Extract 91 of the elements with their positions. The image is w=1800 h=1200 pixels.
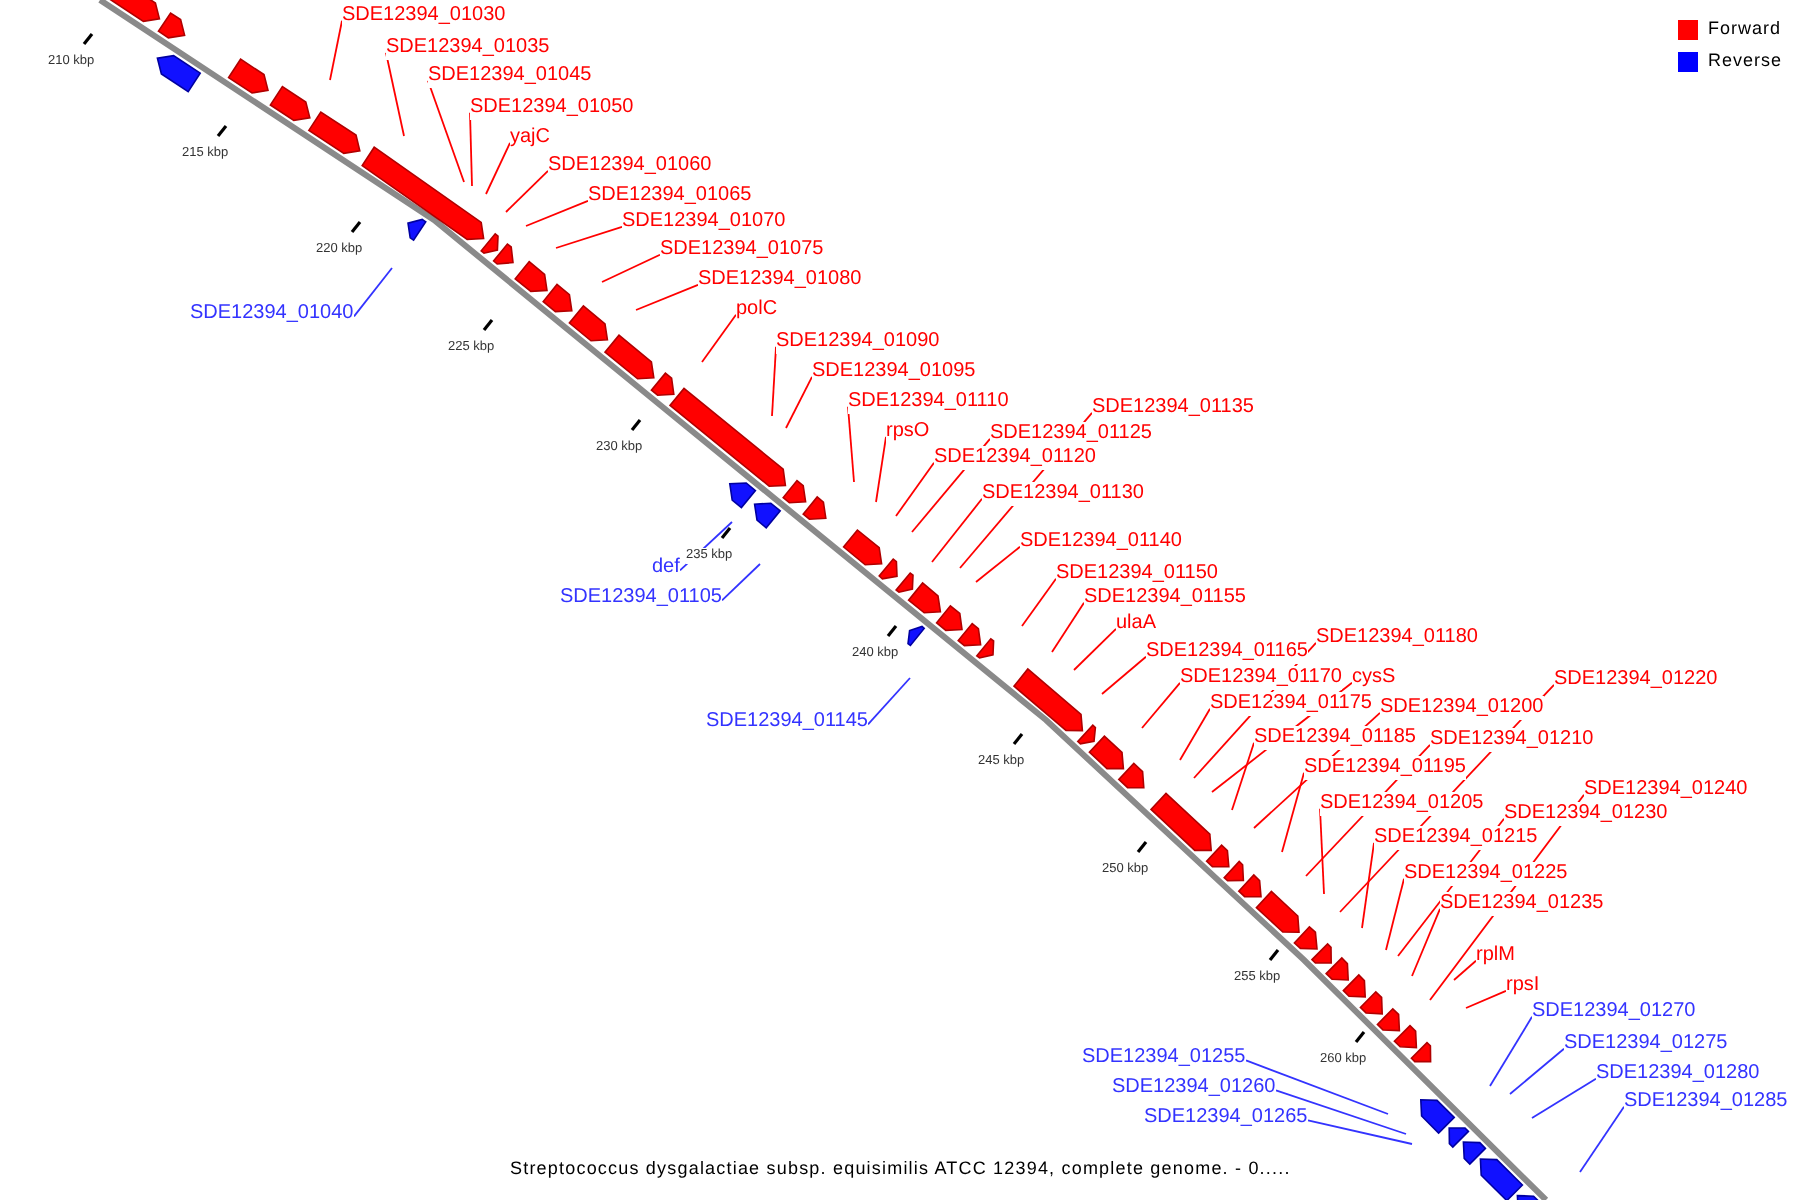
- gene-label: SDE12394_01165: [1146, 640, 1308, 664]
- gene-label: SDE12394_01030: [342, 4, 506, 28]
- leader-line: [975, 545, 1021, 583]
- gene-label: SDE12394_01225: [1404, 862, 1568, 886]
- leader-line: [1179, 707, 1211, 761]
- gene-label: SDE12394_01105: [560, 586, 722, 610]
- leader-line: [353, 267, 393, 318]
- leader-line: [635, 283, 699, 311]
- gene-label: SDE12394_01235: [1440, 892, 1604, 916]
- leader-line: [875, 435, 887, 503]
- leader-line: [1489, 1015, 1533, 1087]
- leader-line: [931, 497, 983, 563]
- leader-line: [1307, 1119, 1413, 1145]
- gene-label: cysS: [1352, 666, 1396, 690]
- leader-line: [867, 677, 911, 726]
- gene-label: SDE12394_01095: [812, 360, 976, 384]
- gene-label: rpsI: [1506, 974, 1540, 998]
- gene-label: SDE12394_01285: [1624, 1090, 1788, 1114]
- legend-label: Reverse: [1708, 50, 1783, 72]
- legend-label: Forward: [1708, 18, 1782, 40]
- leader-line: [1021, 577, 1057, 627]
- gene-label: SDE12394_01220: [1554, 668, 1718, 692]
- leader-line: [329, 19, 343, 81]
- gene-label: yajC: [510, 126, 551, 150]
- gene-label: SDE12394_01120: [934, 446, 1096, 470]
- leader-line: [1275, 1089, 1407, 1135]
- leader-line: [505, 169, 549, 213]
- gene-label: SDE12394_01040: [190, 302, 354, 326]
- leader-line: [1453, 959, 1477, 981]
- leader-line: [1361, 841, 1375, 929]
- gene-label: SDE12394_01060: [548, 154, 712, 178]
- gene-label: SDE12394_01175: [1210, 692, 1372, 716]
- gene-label: SDE12394_01280: [1596, 1062, 1760, 1086]
- gene-label: SDE12394_01145: [706, 710, 868, 734]
- gene-label: SDE12394_01075: [660, 238, 824, 262]
- caption: Streptococcus dysgalactiae subsp. equisimilis ATCC 12394, complete genome. - 0.....: [510, 1158, 1291, 1180]
- leader-line: [525, 199, 589, 227]
- leader-line: [485, 141, 511, 195]
- gene-label: SDE12394_01200: [1380, 696, 1544, 720]
- gene-label: SDE12394_01090: [776, 330, 940, 354]
- leader-line: [1465, 989, 1507, 1009]
- leader-line: [721, 563, 761, 602]
- gene-label: SDE12394_01185: [1254, 726, 1416, 750]
- leader-line: [601, 253, 661, 283]
- gene-label: SDE12394_01035: [386, 36, 550, 60]
- gene-label: SDE12394_01260: [1112, 1076, 1276, 1100]
- leader-line: [895, 461, 935, 517]
- leader-line: [1141, 681, 1181, 729]
- leader-line: [1531, 1077, 1597, 1119]
- gene-label: SDE12394_01270: [1532, 1000, 1696, 1024]
- leader-line: [1051, 601, 1085, 653]
- gene-label: SDE12394_01275: [1564, 1032, 1728, 1056]
- gene-label: SDE12394_01065: [588, 184, 752, 208]
- gene-label: SDE12394_01070: [622, 210, 786, 234]
- gene-label: SDE12394_01110: [848, 390, 1009, 414]
- leader-line: [701, 313, 737, 363]
- leader-line: [1101, 655, 1147, 695]
- gene-label: SDE12394_01265: [1144, 1106, 1308, 1130]
- leader-line: [1509, 1047, 1565, 1095]
- leader-line: [785, 375, 813, 429]
- gene-label: SDE12394_01195: [1304, 756, 1466, 780]
- leader-line: [1579, 1105, 1625, 1173]
- gene-label: SDE12394_01155: [1084, 586, 1246, 610]
- gene-label: SDE12394_01205: [1320, 792, 1484, 816]
- leader-line: [771, 345, 777, 417]
- gene-label: SDE12394_01150: [1056, 562, 1218, 586]
- gene-label: SDE12394_01140: [1020, 530, 1182, 554]
- gene-label: SDE12394_01240: [1584, 778, 1748, 802]
- gene-label: SDE12394_01170: [1180, 666, 1342, 690]
- gene-label: polC: [736, 298, 778, 322]
- gene-label: ulaA: [1116, 612, 1157, 636]
- leader-line: [1385, 877, 1405, 951]
- leader-line: [1245, 1059, 1389, 1115]
- gene-label: SDE12394_01050: [470, 96, 634, 120]
- gene-label: SDE12394_01230: [1504, 802, 1668, 826]
- gene-label: rplM: [1476, 944, 1515, 968]
- gene-label: SDE12394_01255: [1082, 1046, 1246, 1070]
- gene-label: SDE12394_01125: [990, 422, 1152, 446]
- leader-line: [555, 225, 623, 249]
- leader-line: [1281, 771, 1305, 853]
- gene-label: SDE12394_01215: [1374, 826, 1538, 850]
- leader-line: [1411, 907, 1441, 977]
- gene-label: SDE12394_01135: [1092, 396, 1254, 420]
- leader-line: [1073, 627, 1117, 671]
- gene-label: rpsO: [886, 420, 930, 444]
- gene-label: SDE12394_01080: [698, 268, 862, 292]
- gene-label: SDE12394_01045: [428, 64, 592, 88]
- gene-label: SDE12394_01180: [1316, 626, 1478, 650]
- gene-label: SDE12394_01210: [1430, 728, 1594, 752]
- leader-line: [1231, 741, 1255, 811]
- gene-label: SDE12394_01130: [982, 482, 1144, 506]
